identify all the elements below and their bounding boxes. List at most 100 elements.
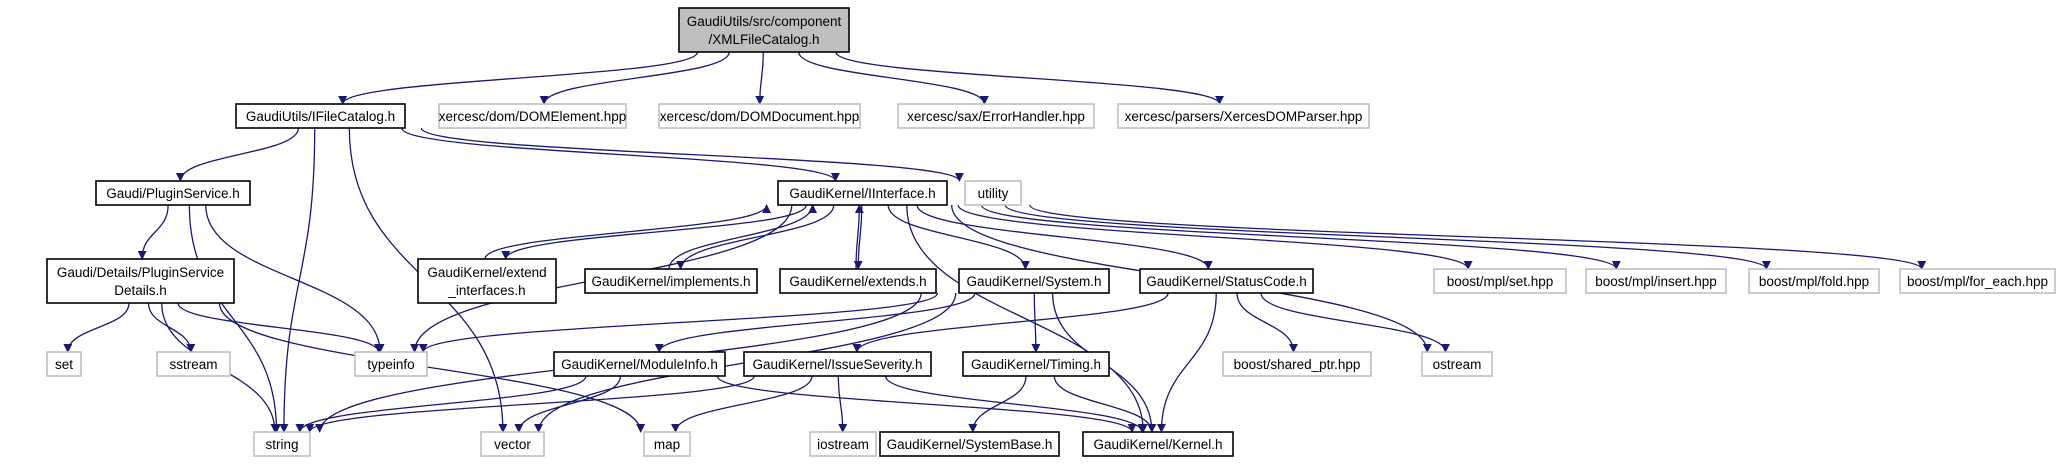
node-iinterface[interactable]: GaudiKernel/IInterface.h xyxy=(777,180,948,206)
node-box xyxy=(1585,268,1727,294)
node-label: GaudiKernel/Timing.h xyxy=(971,357,1101,372)
edge-path xyxy=(484,204,772,260)
edge-moduleinfo-to-string xyxy=(295,375,587,433)
node-box xyxy=(1433,268,1567,294)
node-label: set xyxy=(55,357,73,372)
node-domdocument: xercesc/dom/DOMDocument.hpp xyxy=(658,103,861,129)
nodes-layer: GaudiUtils/src/component/XMLFileCatalog.… xyxy=(46,7,2056,457)
node-issueseverity[interactable]: GaudiKernel/IssueSeverity.h xyxy=(743,351,932,377)
edge-root-to-domelement xyxy=(539,51,730,105)
node-label: utility xyxy=(978,186,1009,201)
edge-path xyxy=(887,204,1030,270)
edge-moduleinfo-to-kernel xyxy=(716,375,1137,433)
edge-iinterface-to-mplset xyxy=(957,204,1473,270)
node-box xyxy=(46,351,82,377)
edge-path xyxy=(906,204,1148,433)
edge-pluginservicedetails-to-set xyxy=(63,302,130,353)
node-box xyxy=(743,351,932,377)
node-label: GaudiKernel/ModuleInfo.h xyxy=(561,357,718,372)
node-extends[interactable]: GaudiKernel/extends.h xyxy=(779,268,937,294)
node-box xyxy=(253,431,311,457)
node-label: Gaudi/PluginService.h xyxy=(106,186,240,201)
node-xercesparser: xercesc/parsers/XercesDOMParser.hpp xyxy=(1117,103,1370,129)
node-moduleinfo[interactable]: GaudiKernel/ModuleInfo.h xyxy=(553,351,726,377)
edge-iinterface-to-mplforeach xyxy=(1029,204,1927,270)
node-kernel[interactable]: GaudiKernel/Kernel.h xyxy=(1082,431,1234,457)
node-box xyxy=(95,180,251,206)
node-implements[interactable]: GaudiKernel/implements.h xyxy=(584,268,758,294)
edge-path xyxy=(188,204,282,433)
node-label: sstream xyxy=(169,357,217,372)
edge-path xyxy=(1004,204,1771,270)
node-ifilecatalog[interactable]: GaudiUtils/IFileCatalog.h xyxy=(235,103,406,129)
edge-timing-to-kernel xyxy=(1053,375,1157,433)
node-mplforeach: boost/mpl/for_each.hpp xyxy=(1899,268,2056,294)
node-mplset: boost/mpl/set.hpp xyxy=(1433,268,1567,294)
edge-root-to-domdocument xyxy=(755,51,765,105)
node-map: map xyxy=(643,431,691,457)
edge-path xyxy=(137,204,169,260)
node-label: xercesc/parsers/XercesDOMParser.hpp xyxy=(1125,109,1363,124)
node-label: typeinfo xyxy=(367,357,414,372)
node-errorhandler: xercesc/sax/ErrorHandler.hpp xyxy=(897,103,1095,129)
edge-pluginservicedetails-to-typeinfo xyxy=(177,302,383,353)
edge-pluginservice-to-typeinfo xyxy=(205,204,385,353)
edge-path xyxy=(835,51,1224,105)
node-label: GaudiKernel/Kernel.h xyxy=(1093,437,1222,452)
edge-path xyxy=(63,302,130,353)
node-label: Details.h xyxy=(114,283,167,298)
edge-root-to-xercesparser xyxy=(835,51,1224,105)
edge-pluginservicedetails-to-sstream xyxy=(147,302,196,353)
node-box xyxy=(417,258,557,304)
edge-path xyxy=(980,204,1621,270)
node-box xyxy=(1222,351,1372,377)
node-label: /XMLFileCatalog.h xyxy=(708,32,819,47)
node-box xyxy=(1748,268,1880,294)
node-system[interactable]: GaudiKernel/System.h xyxy=(958,268,1110,294)
node-label: xercesc/dom/DOMElement.hpp xyxy=(439,109,627,124)
edge-ifilecatalog-to-pluginservice xyxy=(175,127,300,182)
node-extend_interfaces[interactable]: GaudiKernel/extend _interfaces.h xyxy=(417,258,557,304)
edge-issueseverity-to-string xyxy=(305,375,755,433)
node-label: xercesc/sax/ErrorHandler.hpp xyxy=(907,109,1085,124)
node-box xyxy=(438,103,627,129)
node-label: _interfaces.h xyxy=(447,283,525,298)
edges-layer xyxy=(63,51,1927,433)
node-timing[interactable]: GaudiKernel/Timing.h xyxy=(962,351,1110,377)
edge-ifilecatalog-to-string xyxy=(279,127,316,433)
edge-timing-to-systembase xyxy=(968,375,1027,433)
edge-path xyxy=(654,292,976,353)
node-pluginservice[interactable]: Gaudi/PluginService.h xyxy=(95,180,251,206)
edge-path xyxy=(837,375,848,433)
node-label: boost/mpl/for_each.hpp xyxy=(1907,274,2048,289)
edge-issueseverity-to-map xyxy=(671,375,813,433)
edge-path xyxy=(798,51,989,105)
edge-path xyxy=(755,51,765,105)
edge-pluginservice-to-string xyxy=(188,204,282,433)
node-label: map xyxy=(654,437,680,452)
edge-system-to-typeinfo xyxy=(418,292,939,353)
edge-statuscode-to-issueseverity xyxy=(852,292,1169,353)
node-box xyxy=(354,351,428,377)
edge-iinterface-to-system xyxy=(887,204,1030,270)
node-label: GaudiKernel/extend xyxy=(427,265,546,280)
edge-path xyxy=(420,127,964,182)
edge-path xyxy=(295,375,587,433)
edge-issueseverity-to-iostream xyxy=(837,375,848,433)
edge-path xyxy=(401,127,840,182)
edge-statuscode-to-ostream xyxy=(1260,292,1450,353)
edge-system-to-timing xyxy=(1031,292,1041,353)
node-box xyxy=(1139,268,1314,294)
edge-path xyxy=(916,204,1213,270)
node-label: ostream xyxy=(1433,357,1482,372)
edge-path xyxy=(676,204,835,270)
node-statuscode[interactable]: GaudiKernel/StatusCode.h xyxy=(1139,268,1314,294)
edge-path xyxy=(1031,292,1041,353)
edge-iinterface-to-mplfold xyxy=(1004,204,1771,270)
edge-root-to-ifilecatalog xyxy=(338,51,699,105)
node-systembase[interactable]: GaudiKernel/SystemBase.h xyxy=(879,431,1060,457)
node-ostream: ostream xyxy=(1421,351,1493,377)
node-box xyxy=(235,103,406,129)
